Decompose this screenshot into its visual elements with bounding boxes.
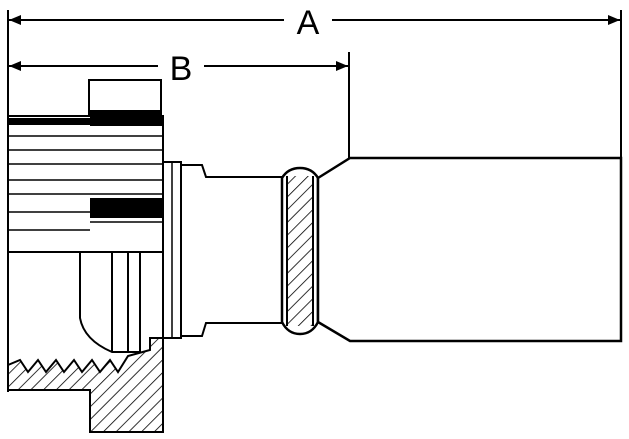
threaded-section [7,337,164,433]
nut-band-top-left [8,118,163,125]
dimension-a-label: A [297,4,320,42]
hex-nut [7,79,164,253]
nut-band-middle [90,198,162,218]
knurled-ring [280,166,320,336]
knurl-pattern [287,176,313,326]
dimension-b-label: B [170,50,193,88]
dimension-b: B [9,50,350,158]
collar [162,161,182,339]
nipple-body [79,251,141,353]
thread-hatch [7,337,164,433]
ferrule [316,156,623,343]
dimension-a: A [7,4,622,392]
stem-neck [180,164,283,337]
